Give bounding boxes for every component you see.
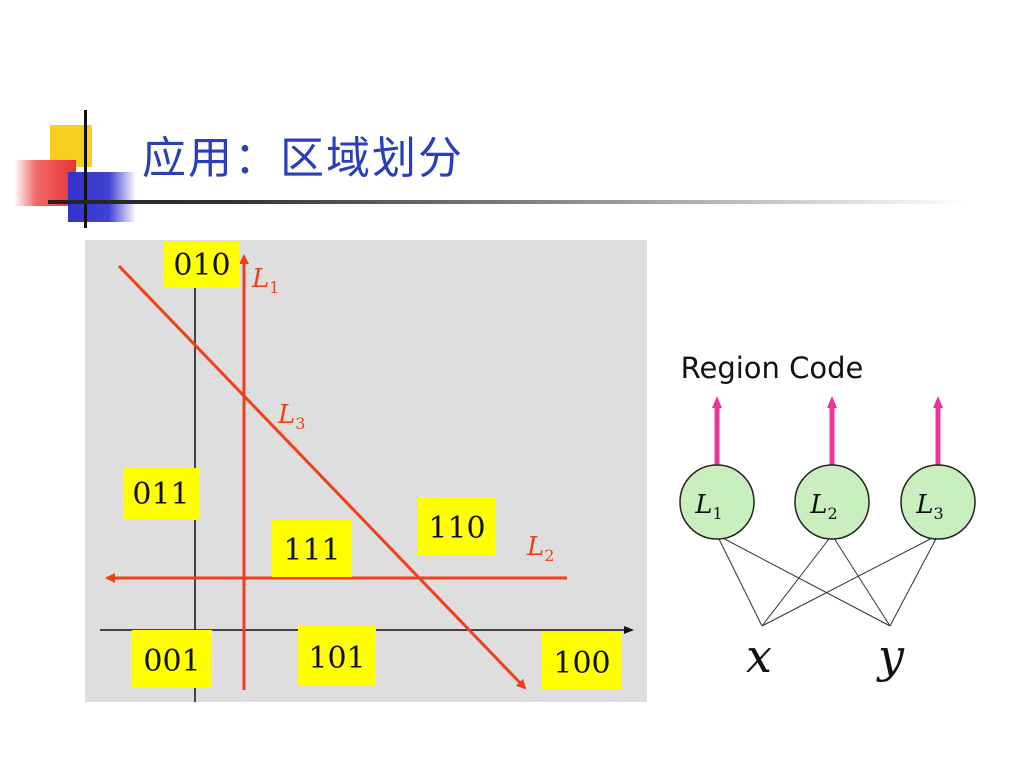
label-L2: L2 <box>526 532 554 565</box>
region-code-001: 001 <box>132 630 212 688</box>
input-x: x <box>746 629 772 683</box>
network-diagram: Region Code L1 L2 L3 x y <box>655 330 1015 710</box>
node-L3: L3 <box>900 464 976 540</box>
svg-text:011: 011 <box>132 477 189 512</box>
svg-text:L1: L1 <box>694 490 722 523</box>
node-L1: L1 <box>679 464 755 540</box>
slide-title: 应用：区域划分 <box>142 133 464 184</box>
region-code-label: Region Code <box>681 351 864 385</box>
region-diagram-svg: L1 L3 L2 010 011 111 110 001 101 <box>100 242 634 702</box>
region-code-011: 011 <box>123 468 200 520</box>
svg-text:101: 101 <box>308 641 365 676</box>
region-code-010: 010 <box>164 242 240 288</box>
svg-text:111: 111 <box>283 533 340 568</box>
title-ornament-blue <box>68 172 136 222</box>
svg-text:110: 110 <box>428 511 485 546</box>
input-y: y <box>876 629 905 683</box>
node-L2: L2 <box>794 464 870 540</box>
region-code-111: 111 <box>272 520 352 577</box>
svg-text:001: 001 <box>143 644 200 679</box>
svg-text:L2: L2 <box>809 490 837 523</box>
region-code-101: 101 <box>298 626 376 686</box>
label-L1: L1 <box>251 264 279 297</box>
region-code-100: 100 <box>542 632 622 689</box>
label-L3: L3 <box>277 400 305 433</box>
region-diagram: L1 L3 L2 010 011 111 110 001 101 <box>85 240 647 702</box>
connections <box>716 534 939 627</box>
title-underline <box>48 200 968 204</box>
svg-text:010: 010 <box>173 248 230 283</box>
title-ornament-red <box>14 160 76 206</box>
title-ornament-vertical-bar <box>84 110 87 228</box>
line-L3 <box>117 264 527 690</box>
svg-text:L3: L3 <box>915 490 943 523</box>
region-code-110: 110 <box>418 497 496 555</box>
svg-text:100: 100 <box>553 646 610 681</box>
network-diagram-svg: Region Code L1 L2 L3 x y <box>679 351 976 683</box>
